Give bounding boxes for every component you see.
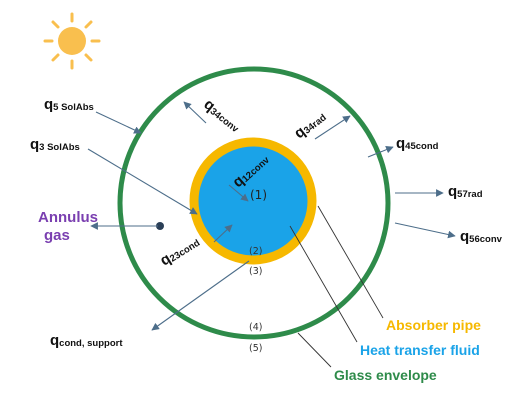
label-q56conv: q56conv xyxy=(460,228,503,245)
label-q34conv: q34conv xyxy=(201,96,245,136)
absorber-pipe-ring xyxy=(189,137,317,265)
arrow-q45cond xyxy=(367,145,394,158)
region-number-3: (3) xyxy=(249,266,262,277)
arrow-q34rad xyxy=(314,115,351,140)
arrow-q3-solabs xyxy=(87,148,198,215)
label-q5-solabs: q5 SolAbs xyxy=(44,96,94,113)
glass-envelope-ring xyxy=(117,66,391,340)
legend-heat-transfer-fluid: Heat transfer fluid xyxy=(360,342,480,358)
annulus-gas-dot xyxy=(156,222,164,230)
arrow-q5-solabs xyxy=(95,111,142,134)
label-q3-solabs: q3 SolAbs xyxy=(30,136,80,153)
arrow-q12conv xyxy=(228,184,249,202)
label-qcond-support: qcond, support xyxy=(50,332,123,349)
region-number-2: (2) xyxy=(249,246,262,257)
arrow-qcond-support xyxy=(151,260,250,331)
leader-glass xyxy=(297,332,332,368)
label-q57rad: q57rad xyxy=(448,183,483,200)
annulus-gas-label-line1: Annulus xyxy=(38,209,98,226)
leader-fluid xyxy=(289,225,358,343)
annulus-gas-label-line2: gas xyxy=(44,227,70,244)
arrow-q34conv xyxy=(183,101,207,124)
arrow-q23cond xyxy=(213,224,233,243)
region-number-4: (4) xyxy=(249,322,262,333)
label-q45cond: q45cond xyxy=(396,135,439,152)
sun-icon xyxy=(43,12,101,70)
arrow-q56conv xyxy=(394,222,456,239)
leader-absorber xyxy=(317,205,384,319)
region-number-1: (1) xyxy=(250,188,267,202)
legend-absorber-pipe: Absorber pipe xyxy=(386,317,481,333)
legend-glass-envelope: Glass envelope xyxy=(334,367,437,383)
label-q23cond: q23cond xyxy=(157,232,202,269)
region-number-5: (5) xyxy=(249,343,262,354)
label-q34rad: q34rad xyxy=(291,107,329,142)
